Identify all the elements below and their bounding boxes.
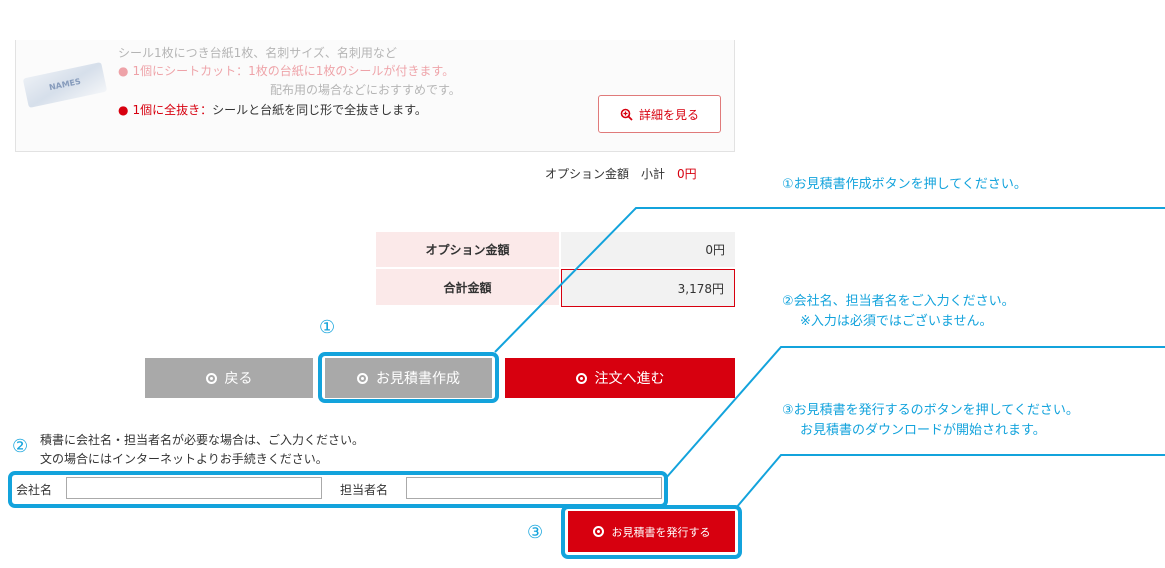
circle-arrow-icon [575, 372, 587, 384]
total-amount-label: 合計金額 [376, 269, 559, 305]
form-note-2: 文の場合にはインターネットよりお手続きください。 [40, 452, 328, 466]
option-amount-label: オプション金額 [376, 232, 559, 267]
circle-arrow-icon [357, 372, 368, 384]
step-marker-3: ③ [527, 522, 544, 543]
callout-step-2: ②会社名、担当者名をご入力ください。 [782, 294, 1015, 309]
total-amount-value: 3,178円 [561, 269, 735, 307]
create-quote-button[interactable]: お見積書作成 [325, 358, 492, 398]
callout-step-1: ①お見積書作成ボタンを押してください。 [782, 177, 1027, 192]
callout-line-2 [665, 346, 1165, 479]
highlight-form-row [8, 471, 668, 508]
circle-arrow-icon [592, 526, 604, 537]
faded-description: シール1枚につき台紙1枚、名刺サイズ、名刺用など [118, 46, 397, 60]
highlight-quote-button [318, 352, 499, 403]
back-button[interactable]: 戻る [145, 358, 313, 398]
option-sheetcut-line: ●1個にシートカット：1枚の台紙に1枚のシールが付きます。 [118, 64, 455, 78]
detail-button-label: 詳細を見る [638, 107, 699, 122]
option-subtotal: オプション金額 小計 0円 [545, 167, 697, 181]
proceed-order-button[interactable]: 注文へ進む [505, 358, 735, 398]
detail-button[interactable]: 詳細を見る [598, 95, 721, 133]
option-sheetcut-sub: 配布用の場合などにおすすめです。 [270, 83, 461, 97]
callout-step-3-note: お見積書のダウンロードが開始されます。 [800, 423, 1046, 438]
step-marker-1: ① [319, 317, 336, 338]
option-fullcut-line: ●1個に全抜き：シールと台紙を同じ形で全抜きします。 [118, 103, 427, 117]
bullet-icon: ● [118, 103, 129, 117]
callout-line-1 [494, 207, 1165, 353]
option-amount-value: 0円 [561, 232, 735, 267]
form-note-1: 積書に会社名・担当者名が必要な場合は、ご入力ください。 [40, 433, 365, 447]
proceed-order-button-label: 注文へ進む [594, 371, 665, 387]
callout-step-2-note: ※入力は必須ではございません。 [800, 314, 993, 329]
callout-step-3: ③お見積書を発行するのボタンを押してください。 [782, 403, 1079, 418]
magnifier-plus-icon [620, 108, 633, 121]
company-input[interactable] [66, 477, 322, 499]
create-quote-button-label: お見積書作成 [376, 371, 460, 387]
back-button-label: 戻る [224, 371, 253, 387]
issue-quote-button-label: お見積書を発行する [611, 525, 711, 539]
company-label: 会社名 [16, 483, 53, 497]
circle-arrow-icon [205, 372, 217, 384]
person-label: 担当者名 [340, 483, 389, 497]
callout-line-3 [735, 454, 1165, 509]
issue-quote-button[interactable]: お見積書を発行する [568, 511, 735, 552]
step-marker-2: ② [12, 436, 29, 457]
person-input[interactable] [406, 477, 662, 499]
highlight-issue-button [561, 505, 742, 559]
bullet-icon: ● [118, 64, 129, 78]
